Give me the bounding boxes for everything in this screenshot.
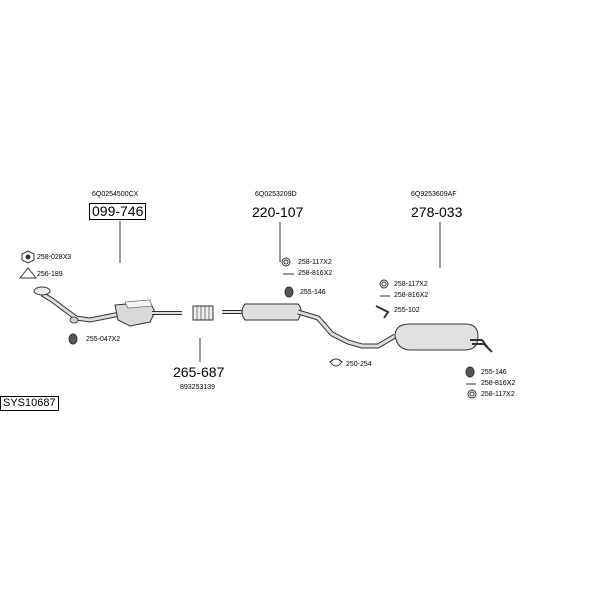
hanger-rubber-icon-mid (284, 286, 294, 298)
mount-bracket-icon (375, 305, 390, 319)
accessory-label-rear-mount[interactable]: 255-102 (394, 307, 420, 314)
gasket-icon (18, 267, 38, 279)
clamp-ring-icon (281, 257, 291, 267)
catalyst-oe-number: 6Q0254500CX (92, 191, 139, 198)
accessory-label-mid-clamp-ring[interactable]: 258-117X2 (298, 259, 332, 266)
flex-pipe-oe-number: 893253139 (180, 384, 216, 391)
rear-silencer[interactable] (394, 323, 493, 353)
accessory-label-pipe-clamp[interactable]: 250-254 (346, 361, 372, 368)
accessory-label-tail-hanger[interactable]: 255-146 (481, 369, 507, 376)
accessory-label-cat-gasket[interactable]: 256-189 (37, 271, 63, 278)
accessory-label-mid-bolt[interactable]: 258-816X2 (298, 270, 333, 277)
accessory-label-cat-nut[interactable]: 258-028X3 (37, 254, 72, 261)
flex-pipe[interactable] (192, 305, 214, 321)
rear-silencer-part-number[interactable]: 278-033 (411, 204, 463, 220)
diagram-code: SYS10687 (0, 396, 59, 411)
accessory-label-rear-bolt[interactable]: 258-816X2 (394, 292, 429, 299)
hanger-rubber-icon-tail (465, 366, 475, 378)
middle-silencer-oe-number: 6Q0253209D (255, 191, 297, 198)
accessory-label-tail-clamp-ring[interactable]: 258-117X2 (481, 391, 515, 398)
hanger-rubber-icon (68, 333, 78, 345)
catalyst-part-number[interactable]: 099-746 (89, 203, 147, 220)
accessory-label-mid-hanger[interactable]: 255-146 (300, 289, 326, 296)
nut-hole-icon (25, 254, 31, 260)
accessory-label-cat-hanger[interactable]: 255-047X2 (86, 336, 121, 343)
accessory-label-tail-bolt[interactable]: 258-816X2 (481, 380, 516, 387)
clamp-ring-inner-icon-rear (381, 281, 387, 287)
catalyst-assembly[interactable] (33, 286, 182, 327)
middle-silencer-part-number[interactable]: 220-107 (252, 204, 304, 220)
clamp-ring-inner-icon-tail (469, 391, 475, 397)
flex-pipe-part-number[interactable]: 265-687 (173, 364, 225, 380)
accessory-label-rear-clamp-ring[interactable]: 258-117X2 (394, 281, 428, 288)
rear-silencer-oe-number: 6Q9253609AF (411, 191, 457, 198)
pipe-clamp-icon (329, 358, 343, 367)
clamp-ring-inner-icon (283, 259, 289, 265)
middle-silencer[interactable] (222, 303, 397, 349)
clamp-ring-icon-rear (379, 279, 389, 289)
clamp-ring-icon-tail (467, 389, 477, 399)
leader-lines (119, 221, 441, 362)
